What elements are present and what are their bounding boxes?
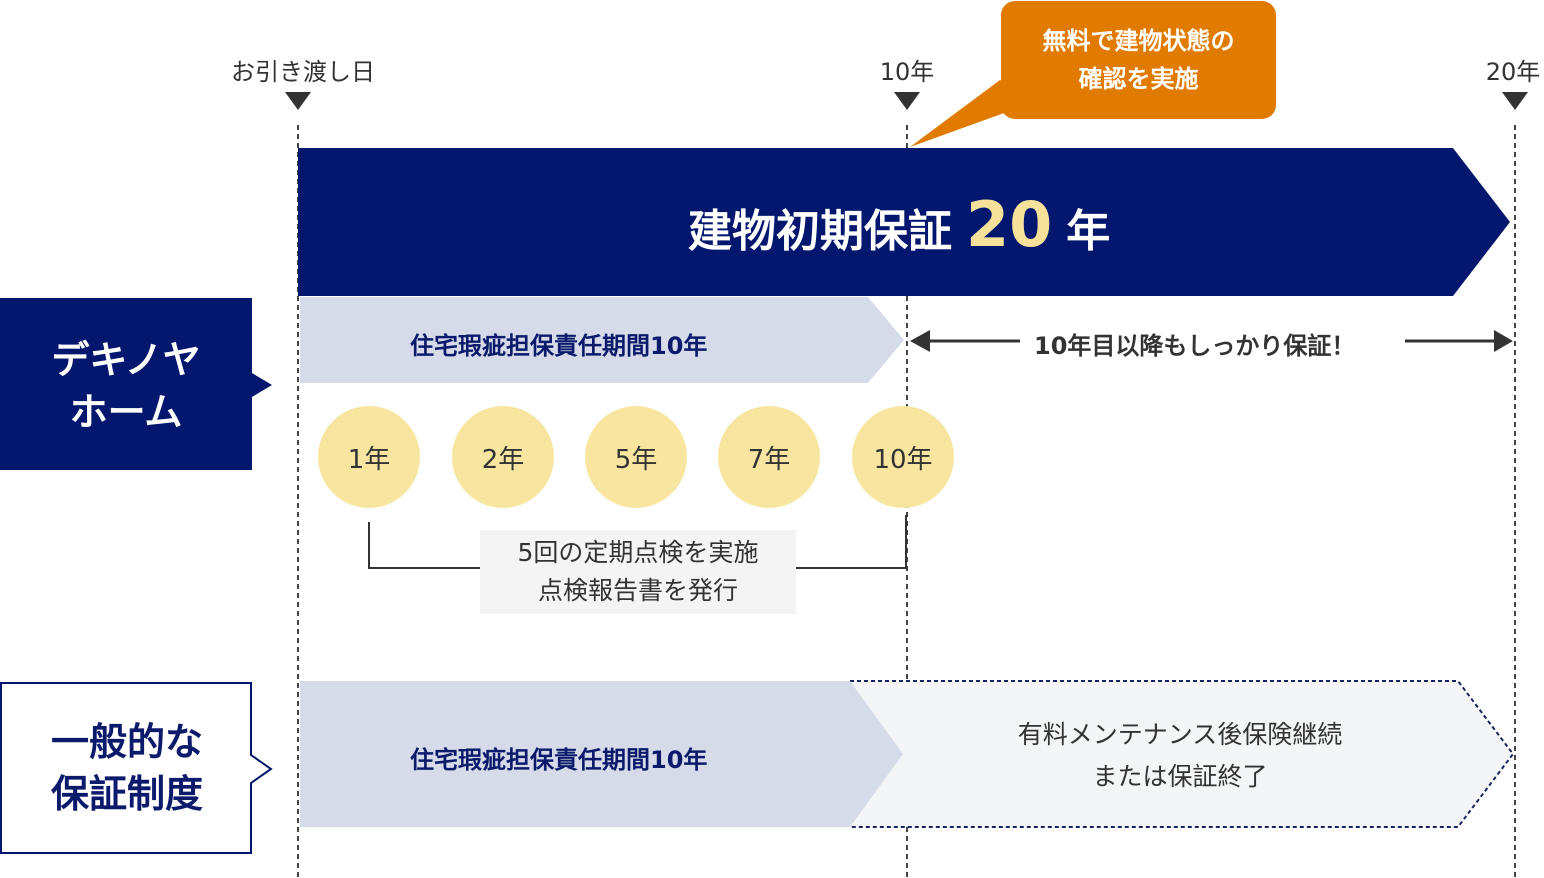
callout-line-2: 確認を実施 [1078,65,1199,93]
marker-label-10y: 10年 [879,58,935,86]
marker-triangle-icon-20y [1502,92,1528,110]
inspection-note-line-1: 5回の定期点検を実施 [517,538,759,567]
after-10-years-label: 10年目以降もしっかり保証！ [1020,326,1370,361]
warranty-20-title: 建物初期保証 20 年 [688,188,1110,261]
callout-line-1: 無料で建物状態の [1042,27,1235,55]
dekinoya-label-line-2: ホーム [69,390,183,434]
marker-label-handover: お引き渡し日 [231,58,375,86]
general-after-text: 有料メンテナンス後保険継続 または保証終了 [940,714,1420,798]
dekinoya-label: デキノヤ ホーム [0,334,252,438]
general-after-line-2: または保証終了 [1092,762,1268,791]
general-label-line-2: 保証制度 [50,772,203,816]
marker-triangle-icon-10y [894,92,920,110]
arrow-head-right [1494,330,1513,352]
inspection-5y: 5年 [585,406,687,508]
general-label-line-1: 一般的な [50,720,203,764]
arrow-head-left [910,330,930,352]
inspection-note-line-2: 点検報告書を発行 [537,576,738,605]
warranty-years: 20 [966,188,1053,261]
bracket-left [368,522,480,569]
general-liability-band [300,681,903,827]
dekinoya-liability-label: 住宅瑕疵担保責任期間10年 [410,332,708,360]
inspection-1y: 1年 [318,406,420,508]
bracket-right [796,515,907,569]
marker-label-20y: 20年 [1485,58,1541,86]
callout-box [1001,1,1276,119]
general-label: 一般的な 保証制度 [0,716,254,820]
general-after-line-1: 有料メンテナンス後保険継続 [1017,720,1343,749]
marker-triangle-icon-handover [285,92,311,110]
inspection-note: 5回の定期点検を実施 点検報告書を発行 [480,530,796,614]
warranty-unit: 年 [1066,206,1111,257]
dekinoya-label-line-1: デキノヤ [51,338,201,382]
warranty-title-prefix: 建物初期保証 [688,206,952,257]
inspection-7y: 7年 [718,406,820,508]
general-label-box [0,682,273,854]
inspection-10y: 10年 [852,406,954,508]
callout-text: 無料で建物状態の 確認を実施 [1001,22,1276,98]
warranty-20-banner [298,148,1510,296]
inspection-2y: 2年 [452,406,554,508]
dekinoya-label-box [0,298,272,470]
dekinoya-liability-band [300,297,904,383]
general-liability-label: 住宅瑕疵担保責任期間10年 [410,746,708,774]
